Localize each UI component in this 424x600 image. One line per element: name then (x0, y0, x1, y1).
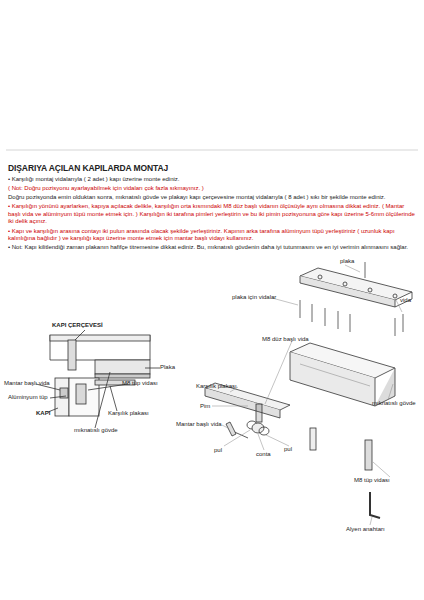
part-label: pul (214, 447, 222, 455)
exploded-view (205, 262, 412, 525)
part-label: KAPI ÇERÇEVESİ (52, 322, 103, 330)
instruction-text: • Not: Kapı kilitlendiği zaman plakanın … (8, 244, 416, 252)
instruction-text: • Karşılığı montaj vidalarıyla ( 2 adet … (8, 176, 416, 184)
part-label: vida (400, 297, 411, 305)
part-label: M8 tüp vidası (354, 477, 390, 485)
part-label: Pim (200, 403, 210, 411)
part-label: mıknatıslı gövde (372, 400, 416, 408)
page-title: DIŞARIYA AÇILAN KAPILARDA MONTAJ (8, 163, 416, 173)
part-label: Karşılık plakası (196, 383, 237, 391)
part-label: plaka (340, 258, 354, 266)
instruction-text: Doğru pozisyonda emin olduktan sonra, mı… (8, 194, 416, 202)
part-label: Mantar başlı vida (4, 380, 50, 388)
instruction-text: • Kapı ve karşılığın arasına contayı iki… (8, 228, 416, 243)
door-section (36, 330, 160, 428)
part-label: M8 düz başlı vida (262, 336, 309, 344)
part-label: plaka için vidalar (232, 294, 276, 302)
part-label: conta (256, 451, 271, 459)
part-label: Plaka (160, 364, 175, 372)
instruction-text: ( Not: Doğru pozisyonu ayarlayabilmek iç… (8, 185, 416, 193)
part-label: Mantar başlı vida (176, 421, 222, 429)
part-label: Alüminyum tüp (8, 394, 48, 402)
part-label: mıknatıslı gövde (74, 427, 118, 435)
part-label: Alyen anahtarı (346, 526, 385, 534)
part-label: M8 tüp vidası (122, 380, 158, 388)
part-label: pul (284, 446, 292, 454)
part-label: Karşılık plakası (108, 410, 149, 418)
part-label: KAPI (36, 410, 50, 418)
instruction-text: • Karşılığın yönünü ayarlarken, kapıya a… (8, 203, 416, 226)
